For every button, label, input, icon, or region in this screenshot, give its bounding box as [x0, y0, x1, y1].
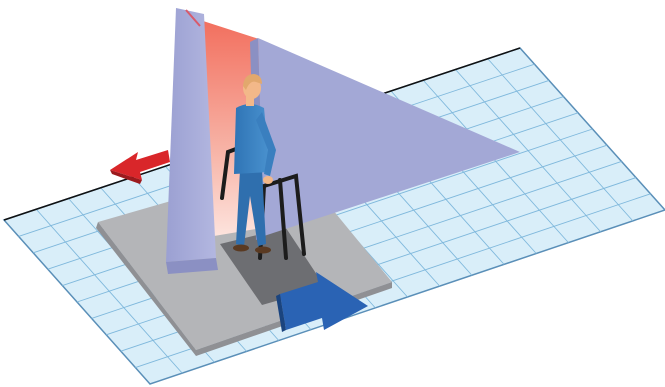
scanner-illustration [0, 0, 665, 387]
scanner-scene [0, 0, 665, 387]
